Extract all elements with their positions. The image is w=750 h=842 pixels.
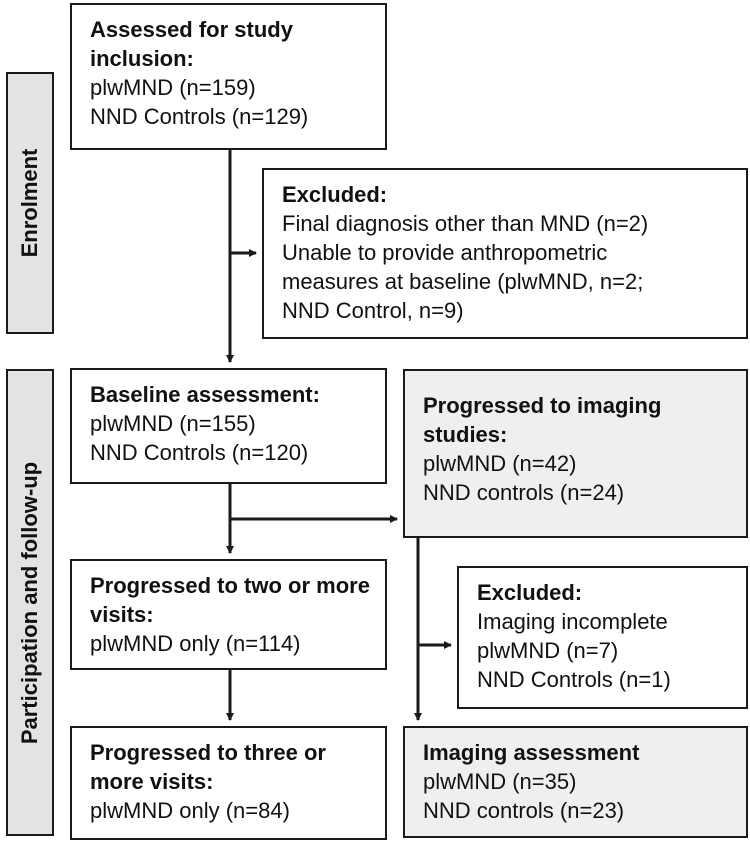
box-title: Assessed for study inclusion: bbox=[90, 17, 293, 71]
two-visits-box: Progressed to two or more visits: plwMND… bbox=[70, 559, 387, 670]
box-line: Unable to provide anthropometric bbox=[282, 240, 608, 265]
enrolment-side-label: Enrolment bbox=[6, 72, 54, 334]
box-title: Progressed to imaging studies: bbox=[423, 393, 662, 447]
baseline-assessment-box: Baseline assessment: plwMND (n=155) NND … bbox=[70, 368, 387, 484]
box-title: Imaging assessment bbox=[423, 740, 640, 765]
imaging-studies-box: Progressed to imaging studies: plwMND (n… bbox=[403, 369, 748, 538]
box-line: plwMND (n=155) bbox=[90, 411, 256, 436]
box-line: NND Control, n=9) bbox=[282, 298, 464, 323]
box-title: Excluded: bbox=[282, 182, 388, 207]
box-line: plwMND (n=7) bbox=[477, 638, 619, 663]
three-visits-box: Progressed to three or more visits: plwM… bbox=[70, 726, 387, 840]
participation-side-label: Participation and follow-up bbox=[6, 369, 54, 836]
box-line: NND Controls (n=129) bbox=[90, 104, 309, 129]
box-line: plwMND (n=42) bbox=[423, 451, 577, 476]
box-title: Progressed to two or more visits: bbox=[90, 573, 370, 627]
box-line: Final diagnosis other than MND (n=2) bbox=[282, 211, 649, 236]
assessed-for-inclusion-box: Assessed for study inclusion: plwMND (n=… bbox=[70, 3, 387, 150]
box-line: NND controls (n=23) bbox=[423, 798, 625, 823]
box-line: NND Controls (n=120) bbox=[90, 440, 309, 465]
box-title: Excluded: bbox=[477, 580, 583, 605]
box-line: plwMND only (n=84) bbox=[90, 798, 290, 823]
excluded-enrolment-box: Excluded: Final diagnosis other than MND… bbox=[262, 168, 748, 339]
box-line: NND Controls (n=1) bbox=[477, 667, 671, 692]
box-line: Imaging incomplete bbox=[477, 609, 668, 634]
box-line: plwMND only (n=114) bbox=[90, 631, 301, 656]
box-title: Progressed to three or more visits: bbox=[90, 740, 326, 794]
excluded-imaging-box: Excluded: Imaging incomplete plwMND (n=7… bbox=[457, 566, 748, 709]
box-line: plwMND (n=35) bbox=[423, 769, 577, 794]
box-line: plwMND (n=159) bbox=[90, 75, 256, 100]
imaging-assessment-box: Imaging assessment plwMND (n=35) NND con… bbox=[403, 726, 748, 838]
box-title: Baseline assessment: bbox=[90, 382, 320, 407]
box-line: measures at baseline (plwMND, n=2; bbox=[282, 269, 644, 294]
box-line: NND controls (n=24) bbox=[423, 480, 625, 505]
